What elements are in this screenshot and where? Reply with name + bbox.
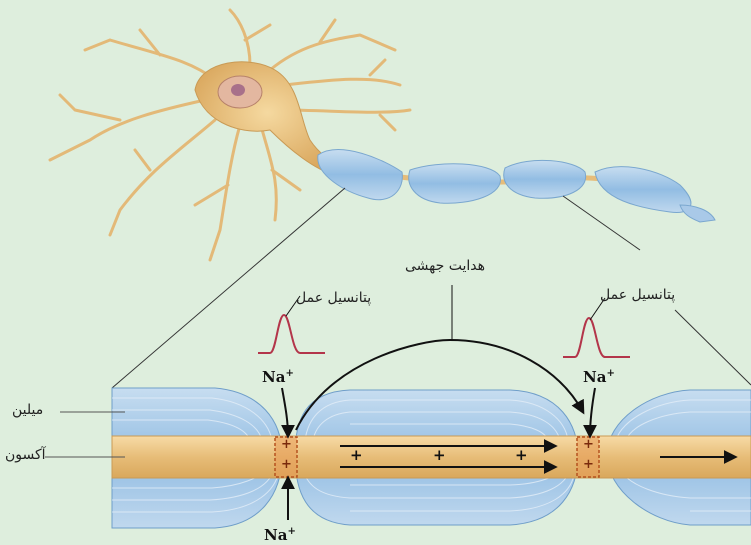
axon-plus-2: +: [433, 446, 446, 464]
sodium-label-left-bottom: Na+: [264, 526, 296, 544]
sodium-label-left-top: Na+: [262, 368, 294, 386]
myelin-label: میلین: [12, 402, 43, 418]
dendrites: [50, 10, 410, 260]
saltatory-conduction-label: هدایت جهشی: [405, 258, 485, 274]
axon-label: آکسون: [5, 447, 46, 463]
axon: [112, 436, 751, 478]
node-right-plus-top: +: [583, 437, 594, 452]
action-potential-curves: [258, 315, 630, 357]
node-right-plus-bottom: +: [583, 457, 594, 472]
axon-plus-1: +: [350, 446, 363, 464]
sodium-label-right-top: Na+: [583, 368, 615, 386]
node-left-plus-bottom: +: [281, 457, 292, 472]
action-potential-label-right: پتانسیل عمل: [600, 287, 675, 303]
myelin-segments-upper: [318, 150, 691, 213]
axon-terminal: [680, 205, 715, 222]
action-potential-label-left: پتانسیل عمل: [296, 290, 371, 306]
node-left-plus-top: +: [281, 437, 292, 452]
axon-plus-3: +: [515, 446, 528, 464]
